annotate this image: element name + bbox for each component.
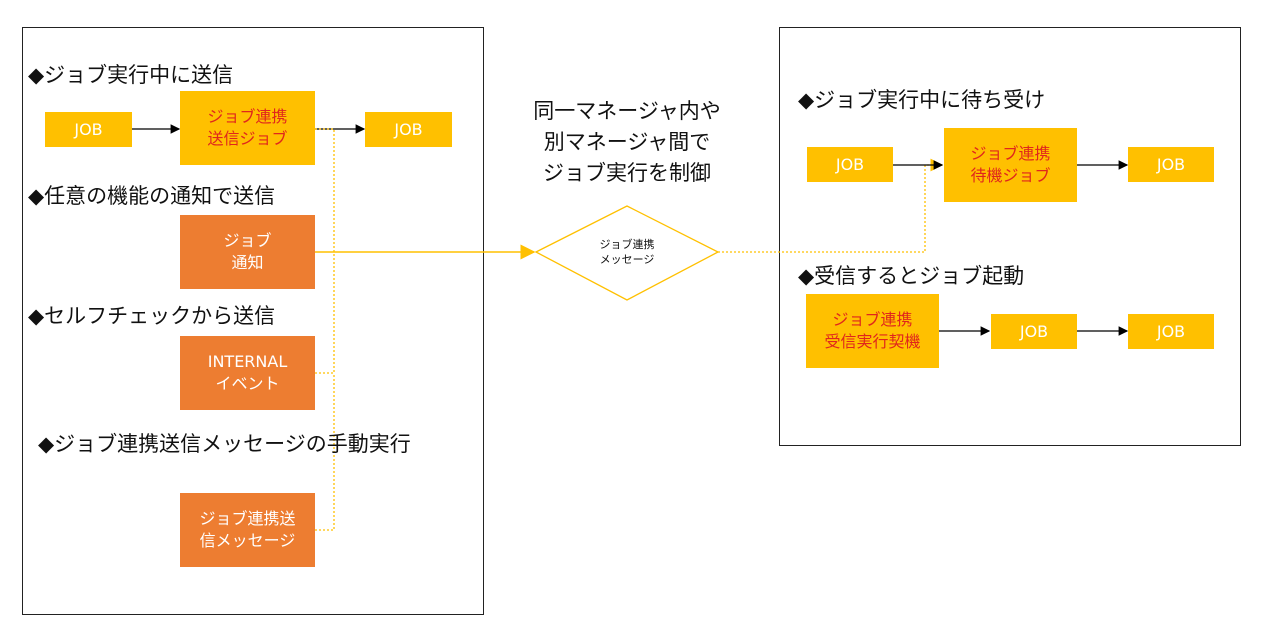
heading-wait-during-job: ◆ジョブ実行中に待ち受け [798,88,1046,112]
job-box-before-send: JOB [45,112,132,147]
job-notify-box: ジョブ 通知 [180,215,315,289]
heading-start-on-receive: ◆受信するとジョブ起動 [798,264,1025,288]
internal-event-box: INTERNAL イベント [180,336,315,410]
job-box-before-wait: JOB [807,147,893,182]
send-job-box: ジョブ連携 送信ジョブ [180,91,315,165]
dotted-collector-internal [315,252,335,374]
job-box-triggered-1: JOB [991,314,1077,349]
wait-job-box: ジョブ連携 待機ジョブ [944,128,1077,202]
heading-send-from-selfcheck: ◆セルフチェックから送信 [28,304,276,328]
receive-trigger-box: ジョブ連携 受信実行契機 [806,294,939,368]
job-box-triggered-2: JOB [1128,314,1214,349]
center-caption: 同一マネージャ内や 別マネージャ間で ジョブ実行を制御 [533,99,721,185]
right-panel [779,27,1241,446]
dotted-collector-send-job [315,128,335,252]
job-box-after-send: JOB [365,112,452,147]
heading-send-during-job: ◆ジョブ実行中に送信 [28,63,234,87]
heading-send-on-notify: ◆任意の機能の通知で送信 [28,184,276,208]
job-box-after-wait: JOB [1128,147,1214,182]
message-label: ジョブ連携 メッセージ [599,238,655,266]
manual-message-box: ジョブ連携送 信メッセージ [180,493,315,567]
heading-manual-send-message: ◆ジョブ連携送信メッセージの手動実行 [38,432,411,456]
